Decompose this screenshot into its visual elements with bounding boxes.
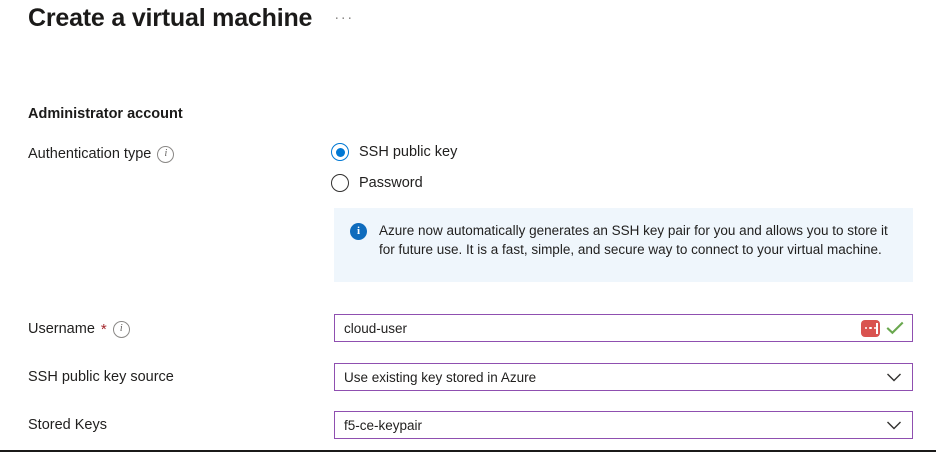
authentication-type-label: Authentication type — [28, 145, 175, 163]
bottom-divider — [0, 450, 936, 452]
chevron-down-icon[interactable] — [883, 414, 905, 436]
stored-keys-value: f5-ce-keypair — [344, 417, 423, 433]
stored-keys-label: Stored Keys — [28, 417, 107, 433]
section-title-administrator-account: Administrator account — [28, 106, 183, 122]
page-title: Create a virtual machine — [28, 4, 313, 32]
stored-keys-label-text: Stored Keys — [28, 417, 107, 433]
page-header: Create a virtual machine ··· — [28, 2, 354, 34]
authentication-type-label-text: Authentication type — [28, 145, 152, 162]
ssh-key-source-label: SSH public key source — [28, 369, 174, 385]
info-banner-text: Azure now automatically generates an SSH… — [379, 223, 888, 257]
ssh-key-info-banner: Azure now automatically generates an SSH… — [334, 208, 913, 282]
info-icon[interactable] — [157, 146, 175, 163]
checkmark-icon — [886, 321, 904, 335]
chevron-down-icon[interactable] — [883, 366, 905, 388]
username-input-value: cloud-user — [344, 320, 408, 336]
radio-label-ssh-public-key: SSH public key — [359, 144, 458, 160]
info-icon[interactable] — [112, 321, 130, 338]
username-label: Username * — [28, 320, 130, 338]
info-filled-icon — [350, 223, 367, 240]
radio-label-password: Password — [359, 175, 423, 191]
authentication-type-radio-group[interactable]: SSH public key Password — [331, 139, 457, 196]
ssh-key-source-select[interactable]: Use existing key stored in Azure — [334, 363, 913, 391]
username-input[interactable]: cloud-user — [334, 314, 913, 342]
stored-keys-select[interactable]: f5-ce-keypair — [334, 411, 913, 439]
password-manager-icon[interactable] — [861, 319, 880, 337]
radio-option-ssh-public-key[interactable]: SSH public key — [331, 139, 457, 165]
ssh-key-source-value: Use existing key stored in Azure — [344, 369, 537, 385]
username-label-text: Username — [28, 320, 95, 337]
required-asterisk: * — [100, 321, 107, 338]
radio-mark-selected[interactable] — [331, 143, 349, 161]
more-options-icon[interactable]: ··· — [334, 9, 354, 26]
radio-mark-unselected[interactable] — [331, 174, 349, 192]
radio-option-password[interactable]: Password — [331, 170, 457, 196]
ssh-key-source-label-text: SSH public key source — [28, 369, 174, 385]
